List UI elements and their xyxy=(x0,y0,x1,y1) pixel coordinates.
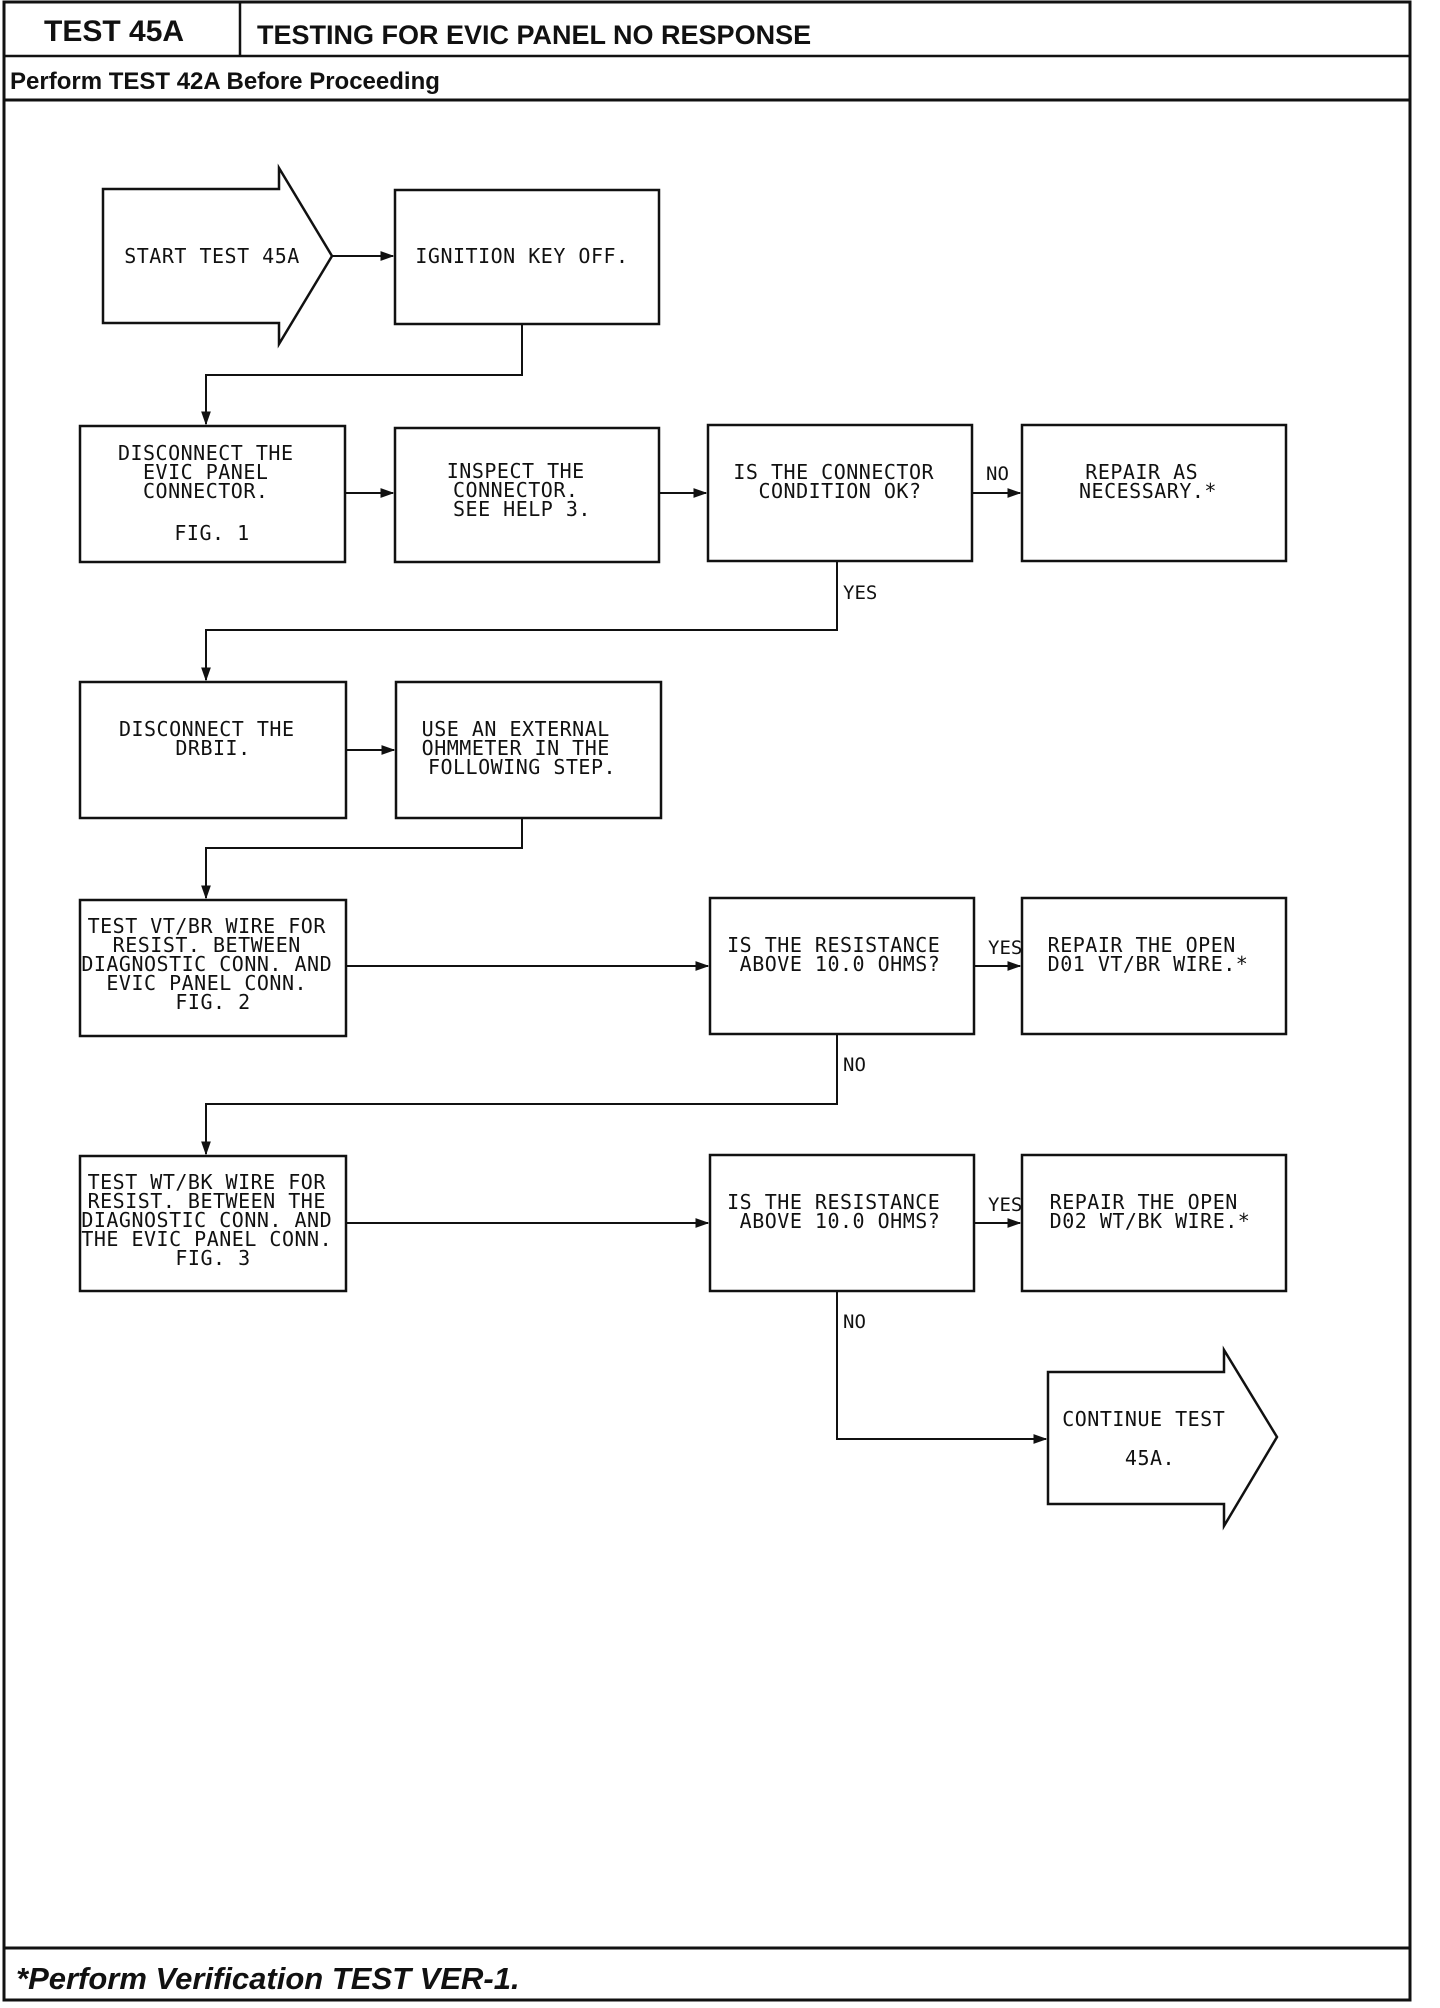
ignition-off-box xyxy=(393,188,661,326)
resistance-decision-1-text: IS THE RESISTANCE ABOVE 10.0 OHMS? xyxy=(727,933,953,976)
start-arrow-shape xyxy=(101,163,334,349)
edge-label-no-1: NO xyxy=(986,463,1009,485)
test-wtbk-box xyxy=(78,1154,348,1293)
edge-resistance-2-no xyxy=(836,1291,1048,1444)
repair-d01-box xyxy=(1020,896,1288,1036)
edge-connector-ok-yes xyxy=(201,561,838,682)
disconnect-drbii-box xyxy=(78,680,348,820)
edge-label-yes-3: YES xyxy=(988,1194,1022,1216)
continue-arrow-shape xyxy=(1046,1345,1279,1531)
use-ohmmeter-text: USE AN EXTERNAL OHMMETER IN THE FOLLOWIN… xyxy=(422,717,623,779)
edge-label-yes-1: YES xyxy=(843,582,877,604)
connectors xyxy=(201,251,1048,1444)
test-id-label: TEST 45A xyxy=(44,15,184,48)
page-subtitle: Perform TEST 42A Before Proceeding xyxy=(10,68,440,95)
test-vtbr-box xyxy=(78,898,348,1038)
test-wtbk-text: TEST WT/BK WIRE FOR RESIST. BETWEEN THE … xyxy=(81,1170,344,1270)
inspect-connector-box xyxy=(393,426,661,564)
disconnect-drbii-text: DISCONNECT THE DRBII. xyxy=(119,717,307,760)
resistance-decision-2-box xyxy=(708,1153,976,1293)
footer-note: *Perform Verification TEST VER-1. xyxy=(16,1961,520,1996)
repair-d01-text: REPAIR THE OPEN D01 VT/BR WIRE.* xyxy=(1048,933,1249,976)
use-ohmmeter-box xyxy=(394,680,663,820)
ignition-off-text: IGNITION KEY OFF. xyxy=(415,244,628,268)
disconnect-evic-text: DISCONNECT THE EVIC PANEL CONNECTOR. FIG… xyxy=(118,441,306,545)
repair-necessary-box xyxy=(1020,423,1288,563)
edge-label-no-2: NO xyxy=(843,1054,866,1076)
edge-ohmmeter-to-test-vtbr xyxy=(201,818,523,900)
resistance-decision-1-box xyxy=(708,896,976,1036)
disconnect-evic-box xyxy=(78,424,347,564)
edge-ignition-to-disconnect-evic xyxy=(201,324,523,426)
page-title: TESTING FOR EVIC PANEL NO RESPONSE xyxy=(257,20,811,50)
repair-necessary-text: REPAIR AS NECESSARY.* xyxy=(1079,460,1217,503)
inspect-connector-text: INSPECT THE CONNECTOR. SEE HELP 3. xyxy=(447,459,598,521)
edge-label-no-3: NO xyxy=(843,1311,866,1333)
connector-ok-text: IS THE CONNECTOR CONDITION OK? xyxy=(733,460,946,503)
edge-label-yes-2: YES xyxy=(988,937,1022,959)
resistance-decision-2-text: IS THE RESISTANCE ABOVE 10.0 OHMS? xyxy=(727,1190,953,1233)
test-vtbr-text: TEST VT/BR WIRE FOR RESIST. BETWEEN DIAG… xyxy=(81,914,344,1014)
start-node-text: START TEST 45A xyxy=(124,244,300,268)
edge-resistance-1-no xyxy=(201,1034,838,1156)
page-frame xyxy=(2,0,1412,2002)
repair-d02-box xyxy=(1020,1153,1288,1293)
continue-node-text: CONTINUE TEST 45A. xyxy=(1062,1407,1238,1470)
repair-d02-text: REPAIR THE OPEN D02 WT/BK WIRE.* xyxy=(1050,1190,1251,1233)
